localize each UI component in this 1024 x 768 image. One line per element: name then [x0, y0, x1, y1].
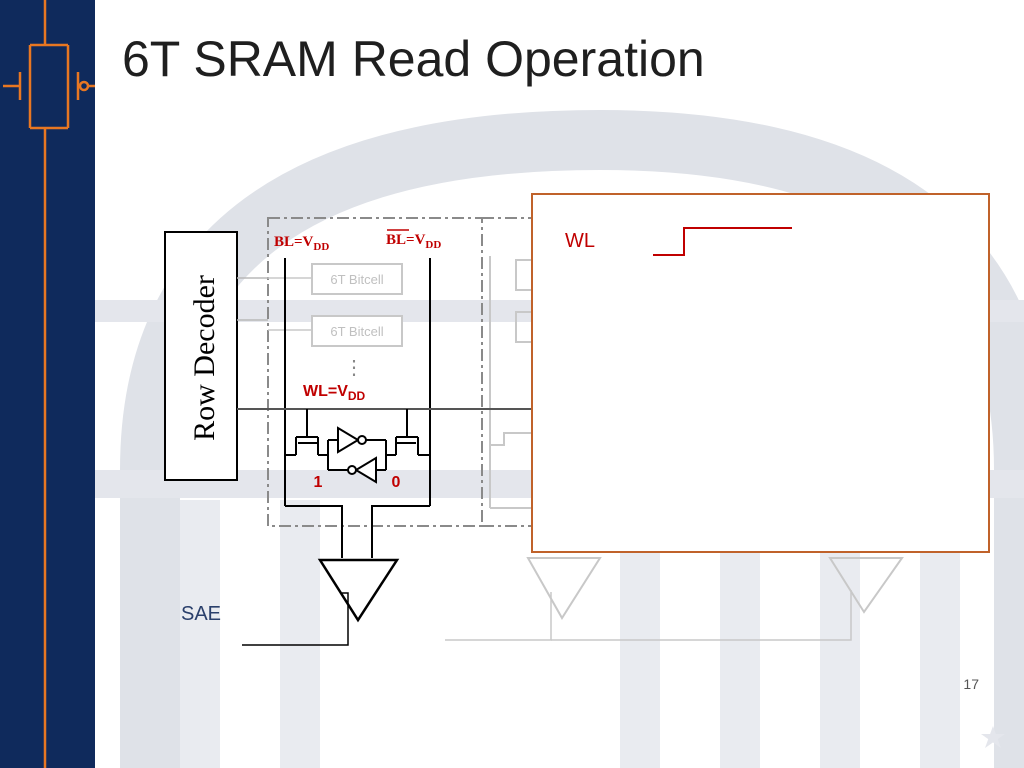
node-left-value: 1	[314, 474, 323, 491]
wl-label: WL=VDD	[303, 383, 366, 403]
access-transistor-left	[285, 409, 328, 456]
cross-coupled-inverters	[327, 426, 387, 484]
column-boundary-left	[267, 217, 483, 527]
timing-diagram: WL	[565, 227, 792, 256]
bl-label: BL=VDD	[274, 234, 329, 253]
bitcell-ellipsis: ⋮	[344, 357, 364, 379]
sae-label: SAE	[181, 603, 221, 625]
slide-number: 17	[963, 676, 979, 692]
row-decoder-block	[164, 231, 238, 481]
wl-timing-label: WL	[565, 230, 595, 252]
sidebar	[0, 0, 95, 768]
access-transistor-right	[386, 409, 430, 456]
sense-amplifier	[317, 558, 400, 623]
bitcell-row1	[311, 263, 403, 295]
bitcell-row2	[311, 315, 403, 347]
slide-title: 6T SRAM Read Operation	[122, 31, 705, 87]
transistor-logo-icon	[3, 0, 95, 768]
row-decoder-label: Row Decoder	[188, 275, 221, 441]
bitcell-row1-label: 6T Bitcell	[330, 272, 383, 287]
timing-diagram-panel: WL	[531, 193, 990, 553]
sense-amplifier-faded-3	[828, 557, 904, 614]
sense-amplifier-faded-2	[526, 557, 602, 620]
second-column-faded	[489, 256, 540, 509]
sense-amplifier-enable-pin	[242, 592, 349, 646]
wl-waveform	[653, 227, 792, 256]
node-right-value: 0	[392, 474, 401, 491]
bl-bar-label: BL=VDD	[386, 232, 441, 251]
bitcell-row2-label: 6T Bitcell	[330, 324, 383, 339]
